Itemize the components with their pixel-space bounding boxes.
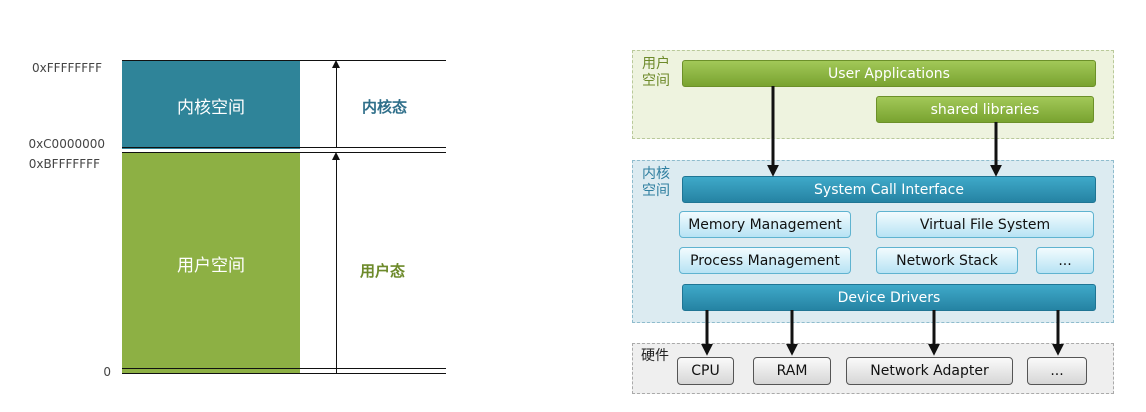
virtual-file-system-box: Virtual File System [876, 211, 1094, 238]
network-adapter-box: Network Adapter [846, 357, 1013, 385]
user-mode-arrow-icon [332, 152, 340, 160]
ram-box: RAM [753, 357, 831, 385]
boundary-line-top [122, 60, 446, 61]
user-mode-extent-line [336, 158, 337, 373]
system-call-interface-box: System Call Interface [682, 176, 1096, 203]
boundary-line-bottom-b [122, 373, 446, 374]
process-management-box: Process Management [679, 247, 851, 274]
user-space-block: 用户空间 [122, 153, 300, 373]
user-mode-label: 用户态 [360, 262, 406, 280]
kernel-space-label: 内核空间 [177, 97, 245, 118]
user-space-label: 用户空间 [177, 255, 245, 276]
kernel-mode-extent-line [336, 66, 337, 147]
network-stack-box: Network Stack [876, 247, 1018, 274]
boundary-line-bottom-a [122, 368, 446, 369]
kernel-mode-label: 内核态 [362, 98, 408, 116]
shared-libraries-box: shared libraries [876, 96, 1094, 123]
address-user-end: 0xBFFFFFFF [28, 157, 100, 171]
address-top: 0xFFFFFFFF [32, 61, 102, 75]
boundary-line-kernel-b [122, 152, 446, 153]
kernel-space-block: 内核空间 [122, 61, 300, 149]
memory-management-box: Memory Management [679, 211, 851, 238]
address-kernel-start: 0xC0000000 [28, 137, 105, 151]
kernel-region-label: 内核空间 [642, 166, 670, 199]
user-region-label: 用户空间 [642, 56, 670, 89]
boundary-line-kernel-a [122, 147, 446, 148]
user-applications-box: User Applications [682, 60, 1096, 87]
kernel-more-box: ... [1036, 247, 1094, 274]
hardware-more-box: ... [1027, 357, 1087, 385]
device-drivers-box: Device Drivers [682, 284, 1096, 311]
address-bottom: 0 [103, 365, 111, 379]
hardware-region-label: 硬件 [641, 348, 669, 364]
kernel-mode-arrow-icon [332, 60, 340, 68]
cpu-box: CPU [677, 357, 734, 385]
